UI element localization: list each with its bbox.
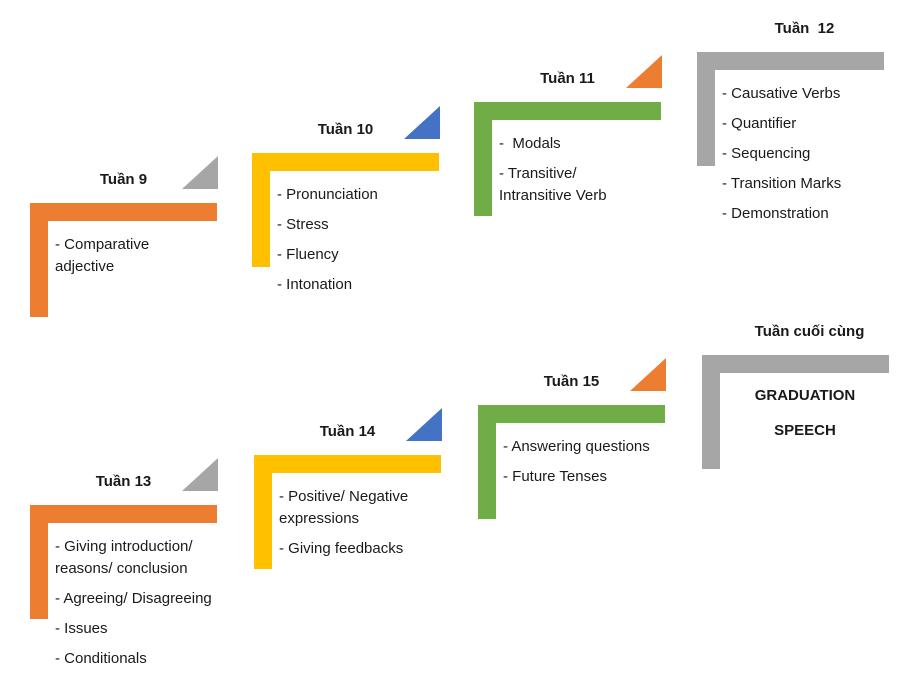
topic-item: - Comparative adjective [55, 236, 154, 275]
topic-item: - Fluency [277, 246, 339, 263]
topic-item: - Demonstration [722, 205, 829, 222]
topic-item: - Intonation [277, 276, 353, 293]
week-bar-vertical [474, 102, 492, 216]
topic-item: GRADUATION [754, 387, 856, 404]
week-label: Tuần 9 [99, 171, 148, 188]
week-bar-vertical [252, 153, 270, 267]
topic-list: - Causative Verbs - Quantifier - Sequencin… [722, 83, 900, 233]
topic-item: - Modals [499, 135, 561, 152]
week-bar-horizontal [254, 455, 441, 473]
topic-list: - Positive/ Negative expressions - Giving… [279, 486, 477, 568]
topic-item: - Transitive/ Intransitive Verb [499, 165, 607, 204]
week-bar-horizontal [702, 355, 889, 373]
week-bar-vertical [697, 52, 715, 166]
topic-item: - Conditionals [55, 650, 147, 667]
week-bar-vertical [478, 405, 496, 519]
week-bar-vertical [254, 455, 272, 569]
topic-item: - Pronunciation [277, 186, 378, 203]
week-label: Tuần 13 [95, 473, 152, 490]
week-bar-horizontal [252, 153, 439, 171]
topic-list: - Comparative adjective [55, 234, 210, 286]
topic-item: - Issues [55, 620, 108, 637]
week-bar-vertical [30, 203, 48, 317]
week-bar-vertical [30, 505, 48, 619]
topic-item: SPEECH [774, 422, 836, 439]
topic-item: - Future Tenses [503, 468, 607, 485]
week-label: Tuần 15 [543, 373, 600, 390]
topic-item: - Quantifier [722, 115, 797, 132]
week-label: Tuần 14 [319, 423, 376, 440]
week-label: Tuần 12 [774, 20, 835, 37]
week-bar-horizontal [30, 505, 217, 523]
topic-item: - Giving feedbacks [279, 540, 404, 557]
week-bar-vertical [702, 355, 720, 469]
topic-list: - Pronunciation - Stress - Fluency - Intona… [277, 184, 475, 304]
topic-list: - Modals - Transitive/ Intransitive Verb [499, 133, 651, 215]
topic-item: - Positive/ Negative expressions [279, 488, 413, 527]
topic-list: - Answering questions - Future Tenses [503, 436, 701, 496]
week-bar-horizontal [478, 405, 665, 423]
week-bar-horizontal [697, 52, 884, 70]
topic-list: - Giving introduction/ reasons/ conclusi… [55, 536, 253, 678]
topic-list: GRADUATION SPEECH [720, 385, 890, 455]
week-bar-horizontal [474, 102, 661, 120]
topic-item: - Giving introduction/ reasons/ conclusi… [55, 538, 197, 577]
week-label: Tuần 10 [317, 121, 374, 138]
week-label: Tuần 11 [540, 70, 595, 87]
topic-item: - Transition Marks [722, 175, 842, 192]
topic-item: - Causative Verbs [722, 85, 841, 102]
topic-item: - Stress [277, 216, 329, 233]
topic-item: - Agreeing/ Disagreeing [55, 590, 212, 607]
topic-item: - Sequencing [722, 145, 811, 162]
topic-item: - Answering questions [503, 438, 650, 455]
week-bar-horizontal [30, 203, 217, 221]
week-label: Tuần cuối cùng [754, 323, 865, 340]
